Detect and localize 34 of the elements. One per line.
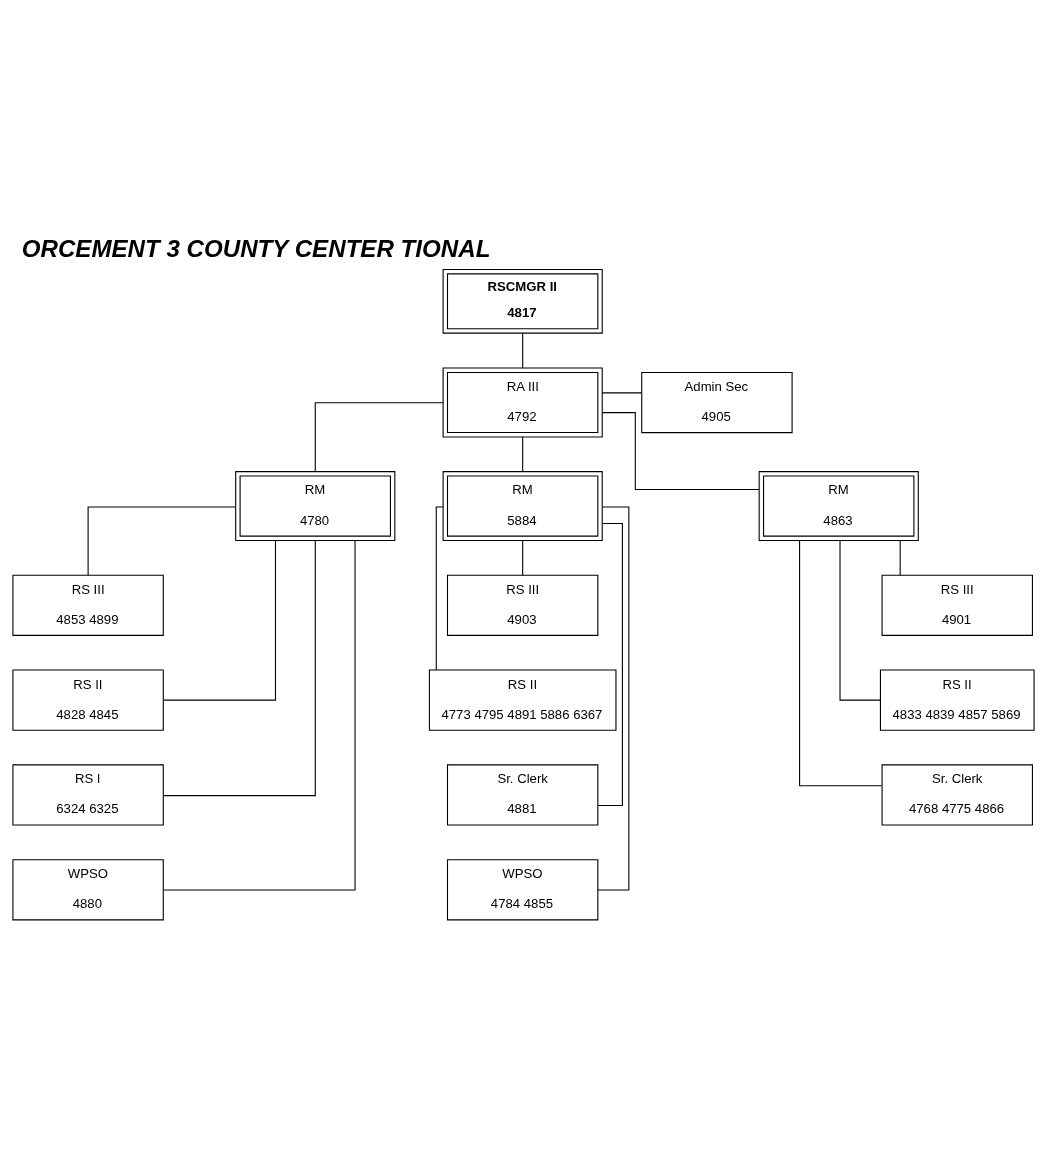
connector [87,506,237,576]
node-box: RS III 4853 4899 [12,574,164,636]
connector [899,539,901,576]
node-box: RA III 4792 [442,367,603,438]
connector [314,402,444,473]
node-box: Sr. Clerk 4768 4775 4866 [881,764,1033,826]
diagram-title: ORCEMENT 3 COUNTY CENTER TIONAL [21,235,491,262]
connector [839,539,881,701]
node-box: RS III 4901 [881,574,1033,636]
node-box: Admin Sec 4905 [641,371,793,434]
node-box: RS I 6324 6325 [12,764,164,826]
connector [163,539,277,701]
connector [601,412,760,490]
connector [522,539,524,576]
connector [163,539,356,891]
node-box: RM 4863 [758,471,919,542]
node-box: RM 4780 [235,471,396,542]
connector [522,332,524,369]
node-box: WPSO 4880 [12,859,164,921]
connector [435,506,444,671]
connector [597,522,623,807]
node-box: Sr. Clerk 4881 [446,764,599,826]
connector [597,506,630,891]
connector [799,539,883,787]
connector [601,392,643,394]
node-box: RS III 4903 [446,574,599,636]
node-box: RS II 4833 4839 4857 5869 [879,669,1035,731]
node-box: WPSO 4784 4855 [446,859,599,921]
node-box: RS II 4773 4795 4891 5886 6367 [428,669,617,731]
node-box: RS II 4828 4845 [12,669,164,731]
connector [162,539,316,797]
connector [522,436,524,473]
node-box: RM 5884 [442,471,603,542]
node-box: RSCMGR II 4817 [442,268,603,334]
